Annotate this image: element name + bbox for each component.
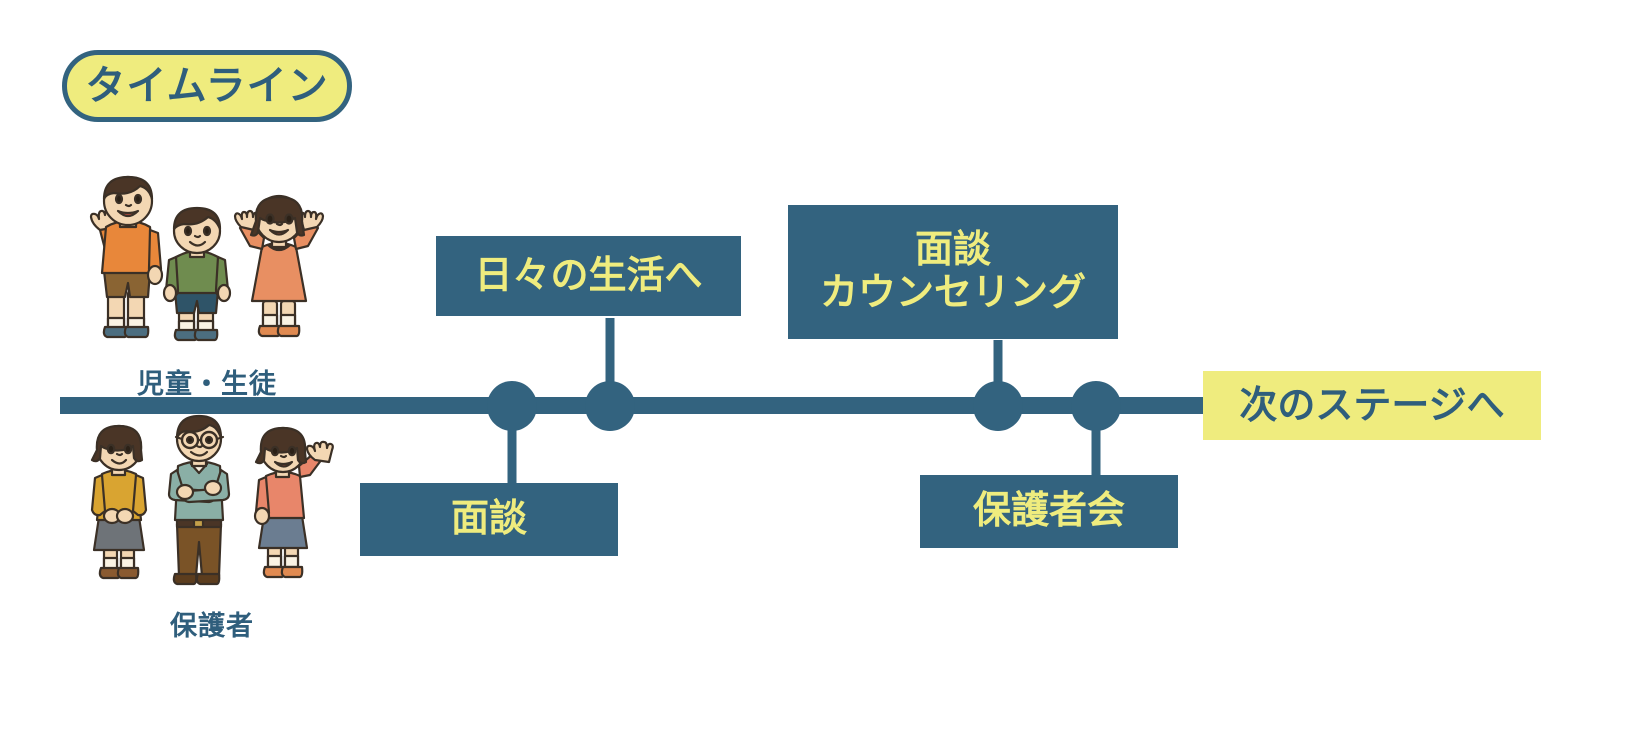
students-caption: 児童・生徒 (137, 369, 277, 399)
event-box-hibi-no-seikatsu[interactable]: 日々の生活へ (436, 236, 741, 316)
event-label-hogoshakai: 保護者会 (972, 490, 1125, 533)
end-banner[interactable]: 次のステージへ (1203, 371, 1541, 440)
group-students: 児童・生徒 (62, 175, 352, 401)
timeline-node-mendan-counseling[interactable] (973, 381, 1023, 431)
timeline-node-hogoshakai[interactable] (1071, 381, 1121, 431)
students-illustration (62, 175, 352, 360)
connector-mendan-counseling (993, 340, 1003, 406)
connector-hibi-no-seikatsu (605, 318, 615, 406)
timeline-node-hibi-no-seikatsu[interactable] (585, 381, 635, 431)
guardians-figures-svg (90, 414, 334, 586)
event-box-mendan-counseling[interactable]: 面談 カウンセリング (788, 205, 1118, 339)
timeline-axis (60, 397, 1215, 414)
timeline-node-mendan-lower[interactable] (487, 381, 537, 431)
event-label-mendan-counseling: 面談 カウンセリング (819, 229, 1086, 314)
event-box-hogoshakai[interactable]: 保護者会 (920, 475, 1178, 548)
guardians-illustration (72, 412, 352, 602)
end-banner-label: 次のステージへ (1239, 384, 1505, 427)
students-figures-svg (89, 175, 325, 342)
guardians-caption: 保護者 (170, 611, 254, 641)
title-badge-label: タイムライン (85, 64, 329, 108)
event-label-mendan-lower: 面談 (450, 498, 527, 541)
event-label-hibi-no-seikatsu: 日々の生活へ (474, 254, 703, 297)
group-guardians: 保護者 (72, 412, 352, 643)
title-badge: タイムライン (62, 50, 352, 122)
connector-hogoshakai (1091, 405, 1101, 475)
event-box-mendan-lower[interactable]: 面談 (360, 483, 618, 556)
connector-mendan-lower (507, 405, 517, 485)
